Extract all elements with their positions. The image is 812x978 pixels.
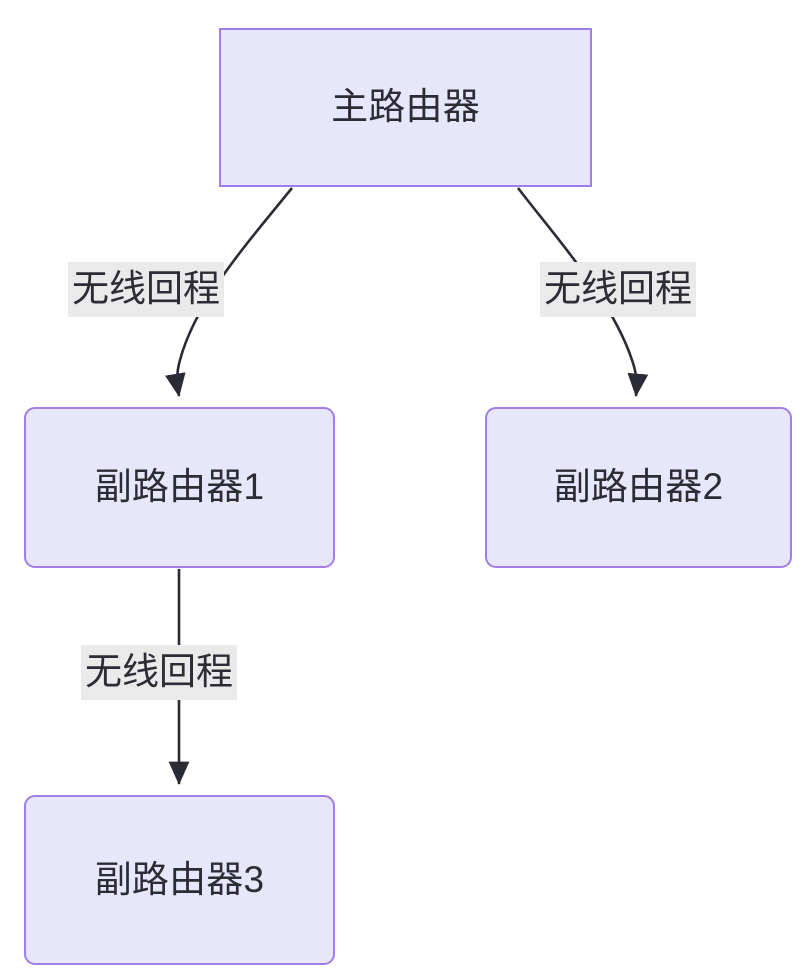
node-sub-router-3-label: 副路由器3 (94, 858, 265, 900)
edge-main-to-sub1-path (165, 187, 294, 398)
node-main-router-label: 主路由器 (331, 86, 480, 128)
edge-label-sub1-to-sub3: 无线回程 (81, 645, 237, 700)
edge-label-main-to-sub1: 无线回程 (68, 262, 224, 317)
node-sub-router-1[interactable]: 副路由器1 (24, 407, 335, 568)
node-sub-router-2-label: 副路由器2 (553, 466, 724, 508)
node-main-router[interactable]: 主路由器 (219, 28, 592, 187)
node-sub-router-3[interactable]: 副路由器3 (24, 795, 335, 965)
edge-label-main-to-sub2: 无线回程 (540, 262, 696, 317)
node-sub-router-1-label: 副路由器1 (94, 466, 265, 508)
edge-main-to-sub2-path (516, 187, 649, 398)
node-sub-router-2[interactable]: 副路由器2 (485, 407, 792, 568)
